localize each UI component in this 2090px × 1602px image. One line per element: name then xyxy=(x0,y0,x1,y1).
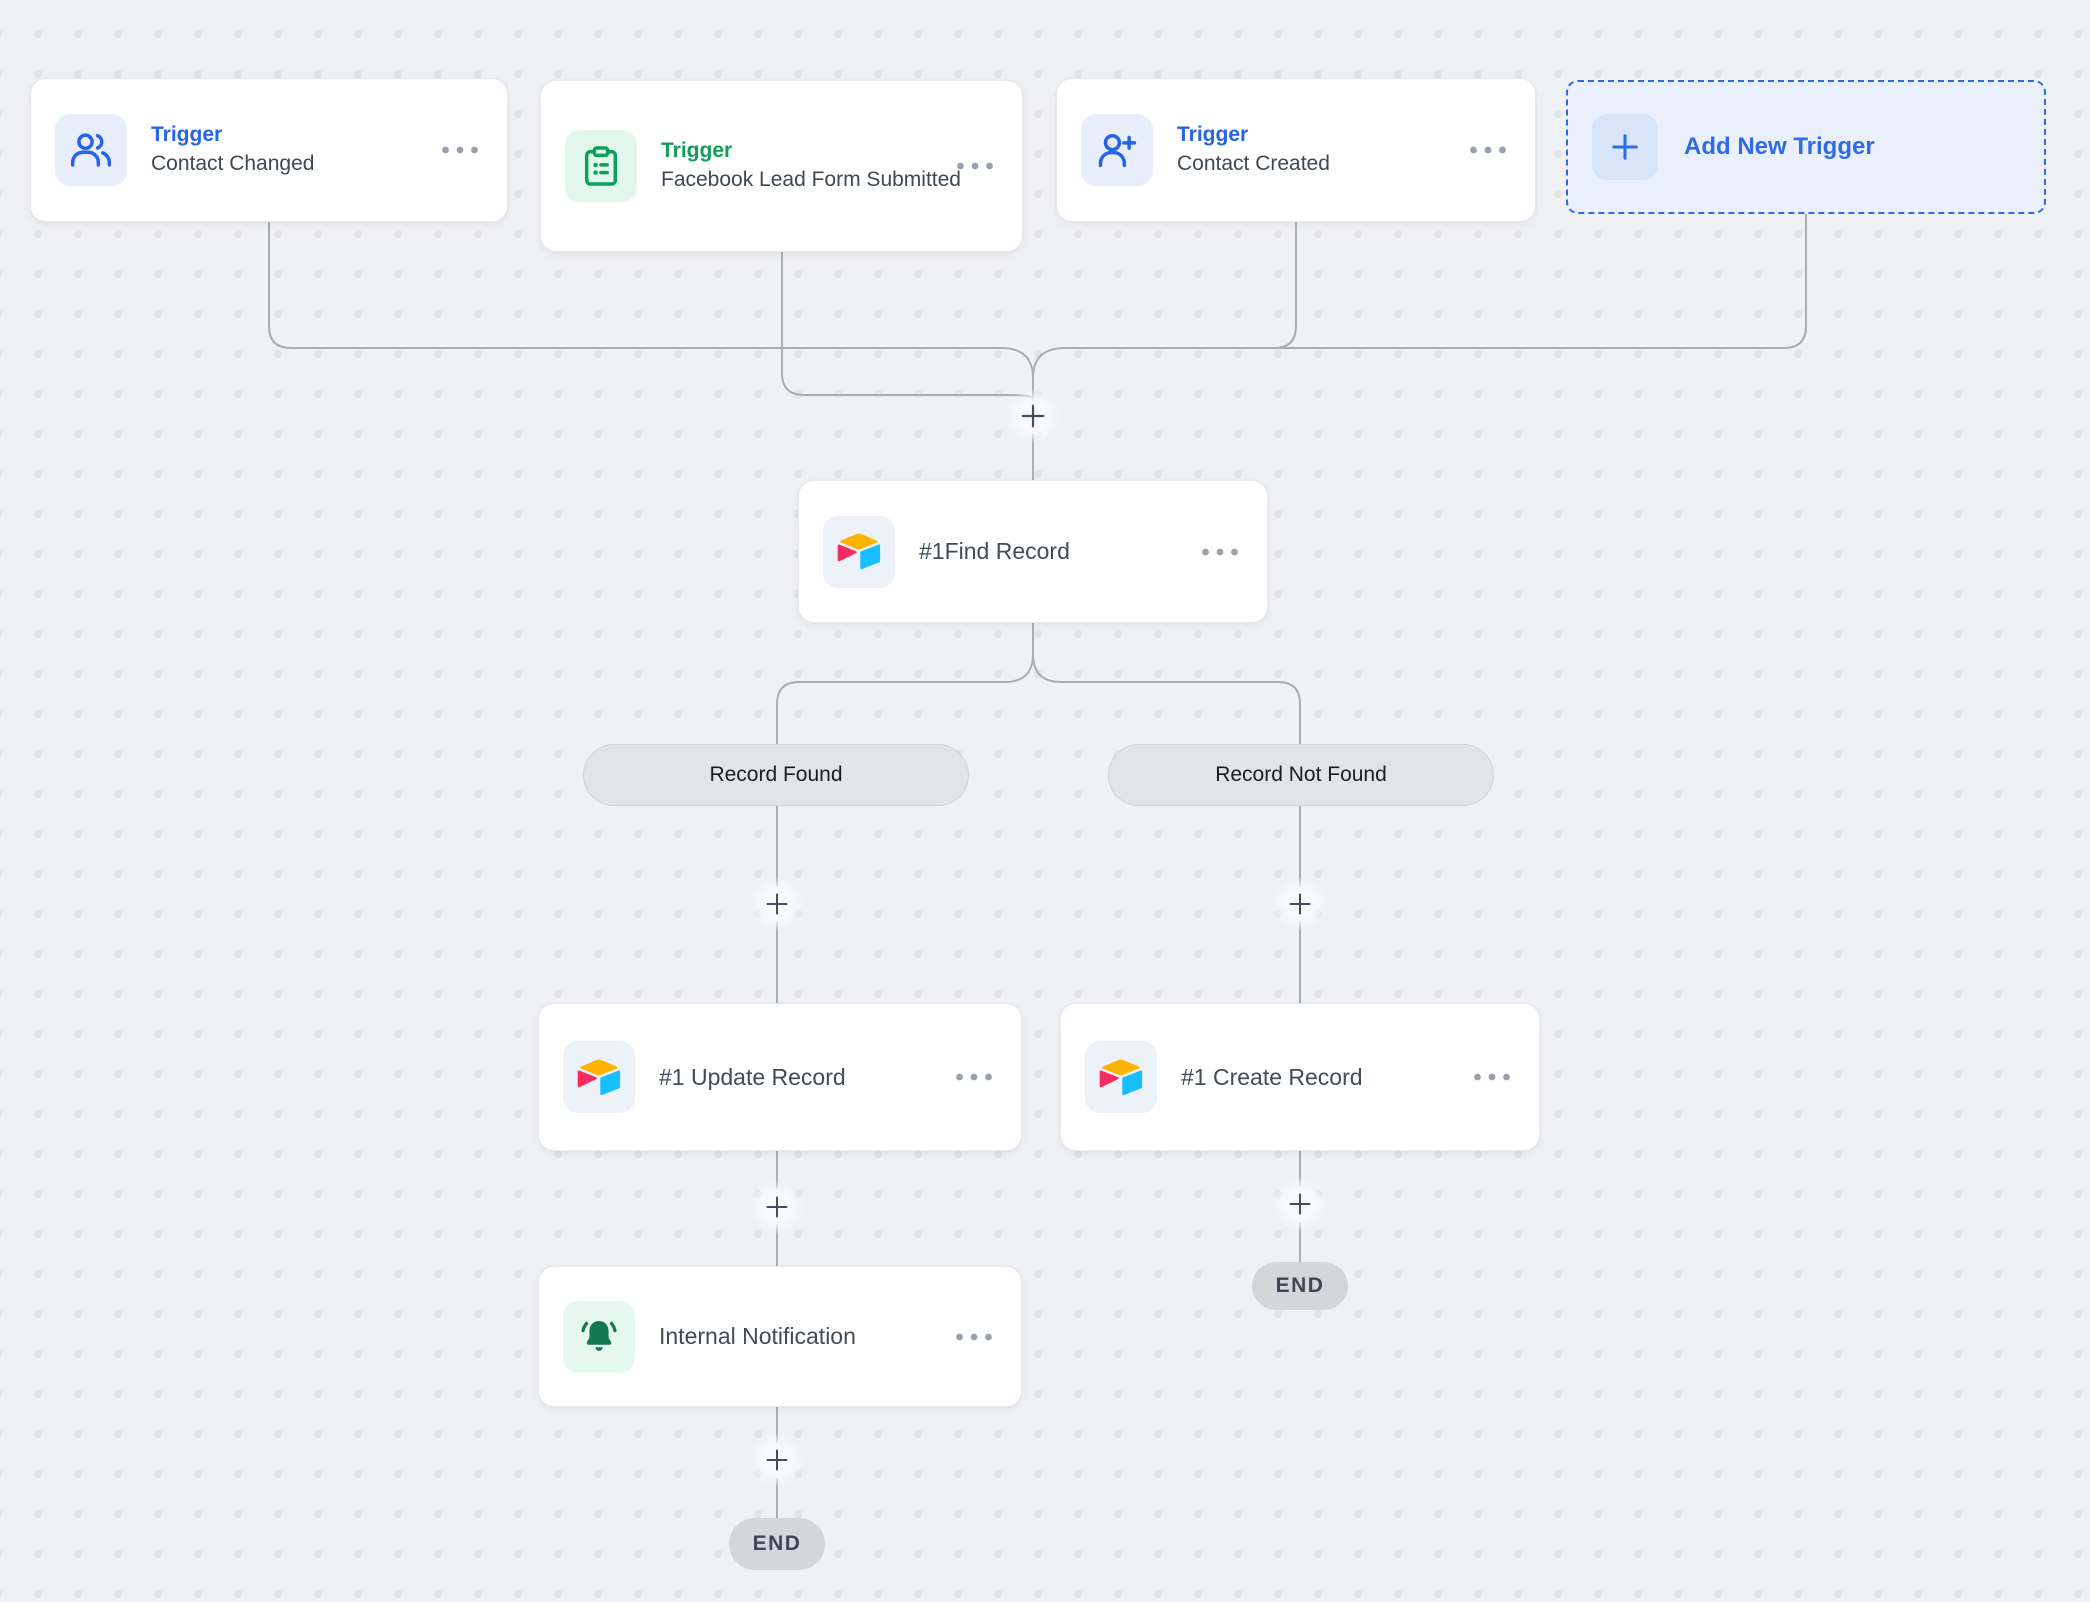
add-step-button-after-create[interactable] xyxy=(1272,1176,1328,1232)
user-plus-icon xyxy=(1081,114,1153,186)
ellipsis-icon[interactable] xyxy=(955,1073,993,1082)
ellipsis-icon[interactable] xyxy=(1469,146,1507,155)
add-step-button-record-not-found[interactable] xyxy=(1272,876,1328,932)
trigger-title: Facebook Lead Form Submitted xyxy=(661,168,961,192)
action-title: #1 Create Record xyxy=(1181,1063,1363,1090)
ellipsis-icon[interactable] xyxy=(1473,1073,1511,1082)
action-title: #1Find Record xyxy=(919,538,1070,564)
trigger-card-contact-changed[interactable]: Trigger Contact Changed xyxy=(30,78,508,222)
add-step-button-after-update[interactable] xyxy=(749,1179,805,1235)
branch-label-text: Record Found xyxy=(709,763,843,786)
end-label: END xyxy=(752,1532,802,1555)
airtable-logo-icon xyxy=(563,1041,635,1113)
plus-icon xyxy=(1592,114,1658,180)
action-title: Internal Notification xyxy=(659,1323,856,1349)
trigger-card-contact-created[interactable]: Trigger Contact Created xyxy=(1056,78,1536,222)
users-icon xyxy=(55,114,127,186)
end-node-after-notification: END xyxy=(729,1518,825,1570)
add-step-button-record-found[interactable] xyxy=(749,876,805,932)
add-new-trigger-label: Add New Trigger xyxy=(1684,133,1875,160)
end-label: END xyxy=(1275,1274,1325,1297)
trigger-title: Contact Created xyxy=(1177,152,1330,176)
branch-label-record-found: Record Found xyxy=(583,744,969,806)
add-step-button-after-notification[interactable] xyxy=(749,1432,805,1488)
ellipsis-icon[interactable] xyxy=(955,1332,993,1341)
airtable-logo-icon xyxy=(1085,1041,1157,1113)
trigger-type-label: Trigger xyxy=(661,139,733,163)
action-card-update-record[interactable]: #1 Update Record xyxy=(538,1003,1022,1151)
trigger-title: Contact Changed xyxy=(151,152,315,176)
clipboard-list-icon xyxy=(565,130,637,202)
end-node-after-create: END xyxy=(1252,1262,1348,1310)
trigger-card-facebook-lead-form[interactable]: Trigger Facebook Lead Form Submitted xyxy=(540,80,1023,252)
add-new-trigger-button[interactable]: Add New Trigger xyxy=(1566,80,2046,214)
branch-label-record-not-found: Record Not Found xyxy=(1108,744,1494,806)
action-card-create-record[interactable]: #1 Create Record xyxy=(1060,1003,1540,1151)
action-card-find-record[interactable]: #1Find Record xyxy=(798,480,1268,623)
ellipsis-icon[interactable] xyxy=(1201,547,1239,556)
action-card-internal-notification[interactable]: Internal Notification xyxy=(538,1266,1022,1407)
bell-icon xyxy=(563,1300,635,1373)
ellipsis-icon[interactable] xyxy=(441,146,479,155)
airtable-logo-icon xyxy=(823,515,895,588)
trigger-type-label: Trigger xyxy=(151,123,223,147)
action-title: #1 Update Record xyxy=(659,1063,846,1090)
ellipsis-icon[interactable] xyxy=(956,162,994,171)
add-step-button-after-triggers[interactable] xyxy=(1005,388,1061,444)
trigger-type-label: Trigger xyxy=(1177,123,1249,147)
branch-label-text: Record Not Found xyxy=(1215,763,1387,786)
